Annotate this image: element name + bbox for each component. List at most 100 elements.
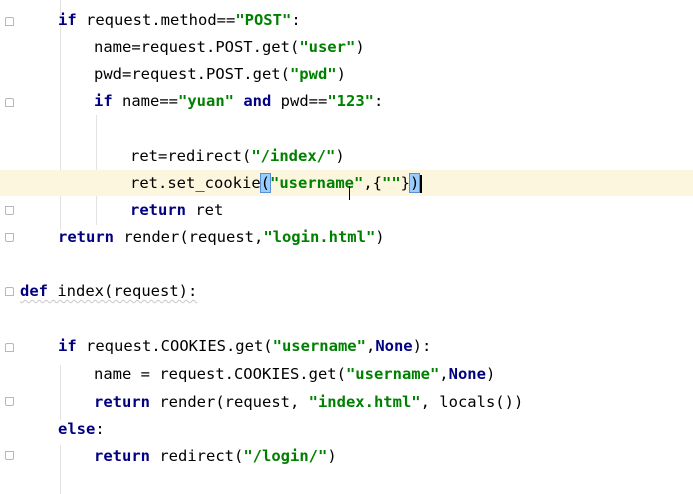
- string-token: "yuan": [178, 92, 234, 110]
- code-line[interactable]: [0, 115, 693, 141]
- string-token: "": [382, 174, 401, 192]
- code-line[interactable]: return render(request, "index.html", loc…: [0, 389, 693, 415]
- string-token: "/login/": [243, 447, 328, 465]
- code-token: render(request,: [150, 393, 309, 411]
- code-line-text: name = request.COOKIES.get("username",No…: [94, 361, 495, 387]
- code-line-text: def index(request):: [20, 278, 197, 304]
- keyword-token: return: [58, 228, 114, 246]
- code-token: ret.set_cookie: [130, 174, 261, 192]
- code-line[interactable]: if request.method=="POST":: [0, 7, 693, 33]
- code-line-text: else:: [58, 416, 105, 442]
- fold-marker-icon[interactable]: [5, 287, 14, 296]
- code-line[interactable]: [0, 305, 693, 331]
- code-token: ,: [439, 365, 449, 383]
- code-line[interactable]: [0, 251, 693, 277]
- code-token: ,{: [363, 174, 382, 192]
- code-line-text: ret.set_cookie("username",{""}): [130, 170, 423, 196]
- code-line[interactable]: return redirect("/login/"): [0, 443, 693, 469]
- matched-bracket: ): [408, 173, 421, 193]
- code-token: request.method==: [76, 11, 236, 29]
- code-token: ): [336, 65, 346, 83]
- code-line[interactable]: ret=redirect("/index/"): [0, 143, 693, 169]
- string-token: "/index/": [251, 147, 336, 165]
- code-line[interactable]: if request.COOKIES.get("username",None):: [0, 333, 693, 359]
- code-token: ): [375, 228, 385, 246]
- string-token: "username": [345, 365, 440, 383]
- fold-marker-icon[interactable]: [5, 451, 14, 460]
- code-line[interactable]: pwd=request.POST.get("pwd"): [0, 61, 693, 87]
- string-token: "username": [270, 174, 364, 192]
- text-caret: [420, 174, 423, 193]
- indent-guide: [60, 0, 61, 230]
- code-line-text: name=request.POST.get("user"): [94, 34, 365, 60]
- keyword-token: else: [58, 420, 96, 438]
- keyword-token: if: [94, 92, 113, 110]
- code-token: ): [335, 147, 345, 165]
- keyword-token: if: [58, 11, 77, 29]
- code-token: ret: [186, 201, 224, 219]
- fold-marker-icon[interactable]: [5, 17, 14, 26]
- code-token: :: [374, 92, 384, 110]
- code-token: ): [485, 365, 496, 383]
- fold-marker-icon[interactable]: [5, 397, 14, 406]
- code-token: , locals()): [420, 393, 524, 411]
- fold-marker-icon[interactable]: [5, 343, 14, 352]
- code-token: :: [95, 420, 105, 438]
- keyword-token: return: [94, 393, 150, 411]
- code-token: :: [291, 11, 301, 29]
- code-line-text: return render(request,"login.html"): [58, 224, 385, 250]
- code-token: name==: [112, 92, 178, 110]
- code-line-text: return ret: [130, 197, 223, 223]
- fold-marker-icon[interactable]: [5, 233, 14, 242]
- code-line-text: return render(request, "index.html", loc…: [94, 389, 523, 415]
- code-token: index(request):: [48, 282, 198, 300]
- code-line[interactable]: name = request.COOKIES.get("username",No…: [0, 361, 693, 387]
- string-token: "pwd": [289, 65, 337, 83]
- code-line-text: if request.COOKIES.get("username",None):: [58, 333, 431, 359]
- code-line[interactable]: name=request.POST.get("user"): [0, 34, 693, 60]
- code-line[interactable]: else:: [0, 416, 693, 442]
- code-token: ret=redirect(: [130, 147, 252, 165]
- keyword-token: def: [20, 282, 48, 300]
- editor-gutter: [0, 0, 20, 494]
- keyword-token: None: [448, 365, 486, 383]
- keyword-token: None: [375, 337, 413, 355]
- string-token: "user": [299, 38, 356, 56]
- code-token: [234, 92, 243, 110]
- code-token: ): [327, 447, 337, 465]
- string-token: "username": [272, 337, 366, 355]
- indent-guide: [60, 445, 61, 494]
- code-line[interactable]: if name=="yuan" and pwd=="123":: [0, 88, 693, 114]
- mouse-ibeam-cursor: [349, 186, 352, 200]
- fold-marker-icon[interactable]: [5, 206, 14, 215]
- code-line-text: return redirect("/login/"): [94, 443, 337, 469]
- code-token: name=request.POST.get(: [94, 38, 300, 56]
- code-token: ,: [365, 337, 376, 355]
- code-line-text: pwd=request.POST.get("pwd"): [94, 61, 346, 87]
- indent-guide: [60, 365, 61, 420]
- matched-bracket: (: [259, 173, 272, 193]
- code-token: render(request,: [114, 228, 264, 246]
- code-line[interactable]: return render(request,"login.html"): [0, 224, 693, 250]
- keyword-token: return: [94, 447, 150, 465]
- keyword-token: if: [58, 337, 77, 355]
- string-token: "123": [327, 92, 375, 110]
- keyword-token: return: [130, 201, 186, 219]
- code-line[interactable]: ret.set_cookie("username",{""}): [0, 170, 693, 196]
- code-line[interactable]: def index(request):: [0, 278, 693, 304]
- string-token: "login.html": [263, 228, 376, 246]
- code-token: request.COOKIES.get(: [76, 337, 273, 355]
- string-token: "index.html": [308, 393, 421, 411]
- code-token: pwd==: [271, 92, 328, 110]
- code-token: ):: [412, 337, 432, 355]
- code-token: redirect(: [150, 447, 244, 465]
- code-token: }: [400, 174, 411, 192]
- code-line-text: if name=="yuan" and pwd=="123":: [94, 88, 383, 114]
- fold-marker-icon[interactable]: [5, 98, 14, 107]
- code-line-text: if request.method=="POST":: [58, 7, 301, 33]
- keyword-token: and: [243, 92, 272, 110]
- code-token: name = request.COOKIES.get(: [94, 365, 346, 383]
- code-line[interactable]: return ret: [0, 197, 693, 223]
- code-token: pwd=request.POST.get(: [94, 65, 290, 83]
- code-line-text: ret=redirect("/index/"): [130, 143, 345, 169]
